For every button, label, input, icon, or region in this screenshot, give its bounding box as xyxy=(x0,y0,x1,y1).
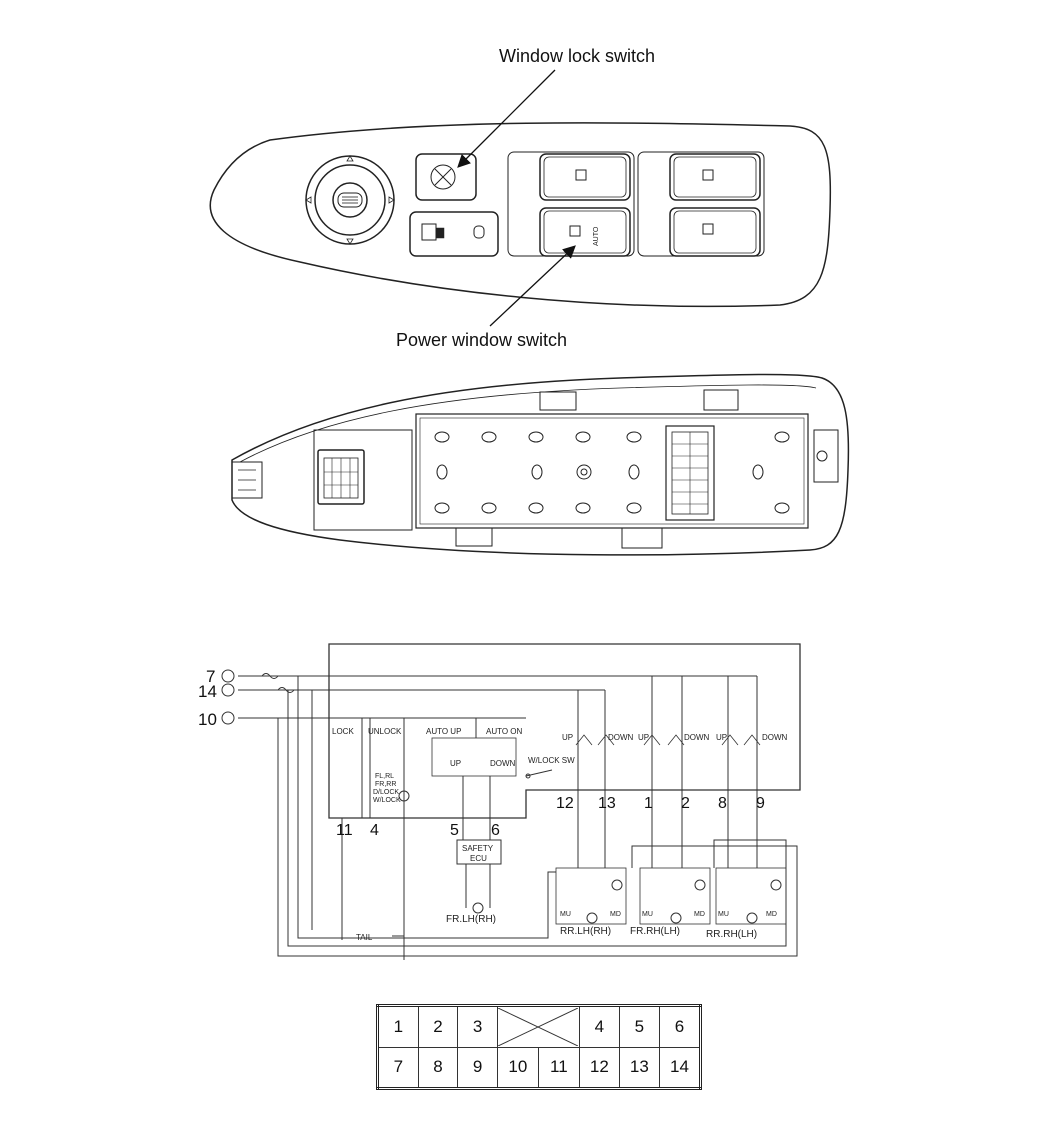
main-connector xyxy=(665,425,715,521)
mu-label-3: MU xyxy=(718,911,729,918)
switch-label-up-2: UP xyxy=(638,733,649,742)
switch-panel-bottom-view xyxy=(231,373,850,556)
switch-label-down-2: DOWN xyxy=(684,733,710,742)
switch-label-unlock: UNLOCK xyxy=(368,727,402,736)
motor-label-rr-lh: RR.LH(RH) xyxy=(560,926,611,937)
lamp-text-1: FL,RL xyxy=(375,773,394,780)
mu-label-2: MU xyxy=(642,911,653,918)
safety-ecu-line2: ECU xyxy=(470,854,487,863)
pin-12: 12 xyxy=(556,795,574,812)
switch-label-up-auto: UP xyxy=(450,759,461,768)
md-label-2: MD xyxy=(694,911,705,918)
window-switch-front-left[interactable] xyxy=(539,153,631,201)
window-switch-front-right[interactable] xyxy=(669,153,761,201)
lamp-text-3: D/LOCK xyxy=(373,789,399,796)
pin-5: 5 xyxy=(450,822,459,839)
window-switch-rear-right[interactable] xyxy=(669,207,761,257)
schematic-labels: 7 14 10 LOCK UNLOCK AUTO UP AUTO ON UP D… xyxy=(198,667,788,942)
power-window-arrow xyxy=(489,245,576,327)
pin-cell: 1 xyxy=(377,1005,419,1048)
pin-cell: 3 xyxy=(457,1005,498,1048)
switch-label-up-3: UP xyxy=(716,733,727,742)
md-label-3: MD xyxy=(766,911,777,918)
switch-label-lock: LOCK xyxy=(332,727,354,736)
switch-label-auto-on: AUTO ON xyxy=(486,727,523,736)
pin-cell: 4 xyxy=(578,1005,620,1048)
empty-pin-cell xyxy=(496,1005,580,1048)
door-lock-rocker[interactable] xyxy=(409,211,499,257)
terminal-10: 10 xyxy=(198,710,217,729)
pin-cell: 2 xyxy=(417,1005,459,1048)
window-lock-arrow xyxy=(457,69,556,168)
lamp-text-4: W/LOCK xyxy=(373,797,401,804)
svg-text:AUTO: AUTO xyxy=(593,226,600,246)
mirror-control-knob[interactable] xyxy=(305,155,395,245)
connector-pin-table: 1 2 3 4 5 6 7 8 9 10 11 12 13 14 xyxy=(376,1004,702,1090)
window-lock-switch-label: Window lock switch xyxy=(499,46,656,66)
pin-cell: 8 xyxy=(417,1046,459,1089)
pin-cell: 11 xyxy=(537,1046,580,1089)
switch-label-down-3: DOWN xyxy=(762,733,788,742)
mu-label-1: MU xyxy=(560,911,571,918)
left-connector xyxy=(231,429,413,531)
motor-label-fr-lh: FR.LH(RH) xyxy=(446,914,496,925)
pin-cell: 7 xyxy=(377,1046,419,1089)
switch-label-down-1: DOWN xyxy=(608,733,634,742)
lamp-text-2: FR,RR xyxy=(375,781,396,788)
wiring-schematic xyxy=(221,643,801,960)
switch-label-down-auto: DOWN xyxy=(490,759,516,768)
pin-2: 2 xyxy=(681,795,690,812)
pin-9: 9 xyxy=(756,795,765,812)
pin-cell: 6 xyxy=(658,1005,702,1048)
md-label-1: MD xyxy=(610,911,621,918)
pin-cell: 12 xyxy=(578,1046,620,1089)
motor-label-rr-rh: RR.RH(LH) xyxy=(706,929,757,940)
pin-13: 13 xyxy=(598,795,616,812)
pin-cell: 5 xyxy=(618,1005,660,1048)
pin-cell: 14 xyxy=(658,1046,702,1089)
pin-4: 4 xyxy=(370,822,379,839)
switch-label-wlock: W/LOCK SW xyxy=(528,756,575,765)
pin-cell: 9 xyxy=(457,1046,498,1089)
tail-label: TAIL xyxy=(356,933,373,942)
pin-11: 11 xyxy=(336,822,353,839)
window-lock-button[interactable] xyxy=(415,153,477,201)
switch-label-up-1: UP xyxy=(562,733,573,742)
safety-ecu-line1: SAFETY xyxy=(462,844,494,853)
pin-6: 6 xyxy=(491,822,500,839)
power-window-switch-label: Power window switch xyxy=(396,330,568,350)
empty-cell-cross xyxy=(497,1007,578,1046)
switch-panel-top-view: AUTO xyxy=(209,122,832,308)
motor-label-fr-rh: FR.RH(LH) xyxy=(630,926,680,937)
switch-label-auto-up: AUTO UP xyxy=(426,727,461,736)
window-switch-auto[interactable]: AUTO xyxy=(539,207,631,257)
terminal-7: 7 xyxy=(206,667,215,686)
pin-8: 8 xyxy=(718,795,727,812)
terminal-14: 14 xyxy=(198,682,217,701)
pin-cell: 10 xyxy=(496,1046,539,1089)
pin-cell: 13 xyxy=(618,1046,660,1089)
pin-1: 1 xyxy=(644,795,653,812)
